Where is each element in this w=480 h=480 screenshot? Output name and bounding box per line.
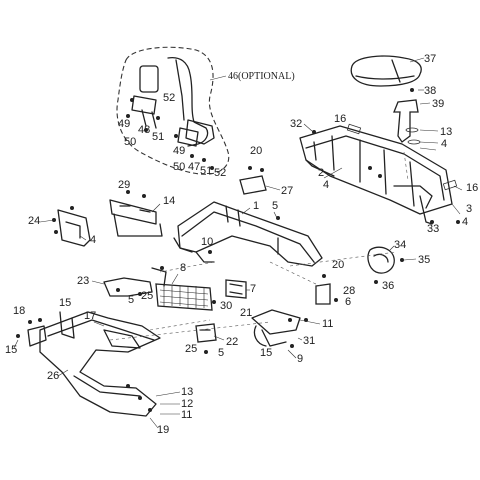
- callout-c49a: 49: [118, 118, 130, 130]
- callout-c30: 30: [220, 300, 232, 312]
- upper-bracket-part: [239, 166, 281, 195]
- callout-c8: 8: [180, 262, 186, 274]
- assembly-guides: [159, 151, 409, 273]
- callout-c16b: 16: [466, 182, 478, 194]
- callout-c3: 3: [466, 203, 472, 215]
- callout-c50b: 50: [173, 161, 185, 173]
- callout-c34: 34: [394, 239, 406, 251]
- callout-c26: 26: [47, 370, 59, 382]
- left-side-bracket: [39, 190, 163, 247]
- callout-c18: 18: [13, 305, 25, 317]
- callout-c20a: 20: [250, 145, 262, 157]
- callout-c14: 14: [163, 195, 175, 207]
- callout-c24: 24: [28, 215, 40, 227]
- callout-c52b: 52: [214, 167, 226, 179]
- callout-c32: 32: [290, 118, 302, 130]
- callout-c13a: 13: [440, 126, 452, 138]
- callout-c5a: 5: [272, 200, 278, 212]
- main-frame-part: [173, 201, 323, 267]
- callout-c52a: 52: [163, 92, 175, 104]
- callout-c12: 12: [181, 398, 193, 410]
- callout-c17: 17: [84, 310, 96, 322]
- callout-c13b: 13: [181, 386, 193, 398]
- footrest-mesh-part: [151, 266, 213, 311]
- callout-c4b: 4: [441, 138, 447, 150]
- callout-c28: 28: [343, 285, 355, 297]
- callout-c31: 31: [303, 335, 315, 347]
- callout-c22: 22: [226, 336, 238, 348]
- callout-c7: 7: [250, 283, 256, 295]
- callout-c16a: 16: [334, 113, 346, 125]
- callout-c15a: 15: [59, 297, 71, 309]
- callout-c38: 38: [424, 85, 436, 97]
- footrest-mount-part: [91, 277, 153, 297]
- optional-note-label: 46(OPTIONAL): [228, 71, 295, 82]
- callout-c15c: 15: [260, 347, 272, 359]
- callout-c35: 35: [418, 254, 430, 266]
- callout-c5c: 5: [218, 347, 224, 359]
- callout-c36: 36: [382, 280, 394, 292]
- callout-c15b: 15: [5, 344, 17, 356]
- callout-c51b: 51: [200, 165, 212, 177]
- callout-c39: 39: [432, 98, 444, 110]
- right-side-bracket: [269, 261, 338, 305]
- callout-c21: 21: [240, 307, 252, 319]
- callout-c20b: 20: [332, 259, 344, 271]
- callout-c23: 23: [77, 275, 89, 287]
- callout-c4d: 4: [90, 234, 96, 246]
- callout-c11a: 11: [322, 318, 333, 330]
- callout-c25a: 25: [141, 290, 153, 302]
- callout-c29: 29: [118, 179, 130, 191]
- callout-c27: 27: [281, 185, 293, 197]
- lower-skid-frame: [13, 311, 271, 429]
- callout-c4a: 4: [323, 179, 329, 191]
- optional-harness-group: [116, 46, 230, 175]
- seat-mount-part: [393, 88, 439, 145]
- side-clamp-part: [367, 245, 417, 284]
- callout-c48: 48: [138, 124, 150, 136]
- seat-part: [350, 55, 425, 87]
- callout-c50a: 50: [124, 136, 136, 148]
- callout-c11b: 11: [181, 409, 192, 421]
- rear-rack-frame: [299, 123, 463, 225]
- callout-c2: 2: [318, 167, 324, 179]
- callout-c47: 47: [188, 161, 200, 173]
- callout-c5b: 5: [128, 294, 134, 306]
- callout-c9: 9: [297, 353, 303, 365]
- center-bracket-part: [212, 279, 250, 304]
- callout-c19: 19: [157, 424, 169, 436]
- callout-c33: 33: [427, 223, 439, 235]
- callout-c10: 10: [201, 236, 213, 248]
- rear-step-linkage: [251, 309, 321, 359]
- callout-c51a: 51: [152, 131, 164, 143]
- callout-c1: 1: [253, 200, 259, 212]
- callout-c49b: 49: [173, 145, 185, 157]
- callout-c4c: 4: [462, 216, 468, 228]
- callout-c25b: 25: [185, 343, 197, 355]
- lower-center-bracket: [195, 323, 225, 354]
- callout-c6: 6: [345, 296, 351, 308]
- callout-c37: 37: [424, 53, 436, 65]
